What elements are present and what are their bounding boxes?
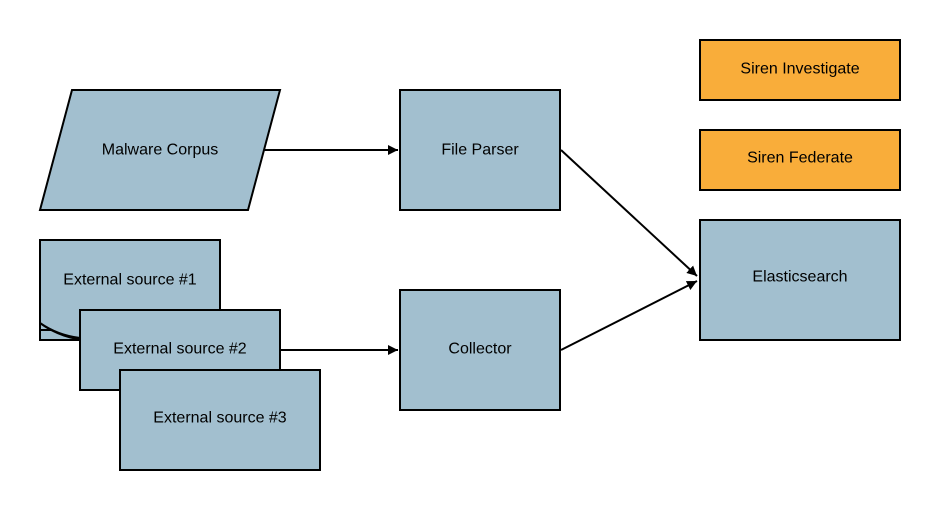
file-parser-shape	[399, 89, 561, 211]
node-malware-corpus[interactable]: Malware Corpus	[38, 89, 282, 211]
siren-federate-label: Siren Federate	[747, 150, 853, 167]
edges	[264, 145, 698, 355]
malware-corpus-shape	[38, 89, 282, 211]
node-siren-investigate[interactable]: Siren Investigate	[699, 39, 901, 101]
node-external-source-3[interactable]: External source #3	[119, 369, 321, 471]
malware-corpus-label: Malware Corpus	[102, 142, 218, 159]
external-source-3-shape	[119, 369, 321, 471]
collector-label: Collector	[448, 341, 512, 358]
file-parser-label: File Parser	[441, 142, 519, 159]
node-collector[interactable]: Collector	[399, 289, 561, 411]
edge-file-parser-to-elasticsearch	[560, 149, 698, 277]
external-source-3-label: External source #3	[153, 410, 287, 427]
collector-shape	[399, 289, 561, 411]
siren-investigate-label: Siren Investigate	[740, 61, 859, 78]
edge-collector-to-elasticsearch	[560, 280, 698, 351]
elasticsearch-shape	[699, 219, 901, 341]
siren-investigate-shape	[699, 39, 901, 101]
elasticsearch-label: Elasticsearch	[752, 269, 847, 286]
node-siren-federate[interactable]: Siren Federate	[699, 129, 901, 191]
external-source-1-label: External source #1	[63, 272, 197, 289]
siren-federate-shape	[699, 129, 901, 191]
node-file-parser[interactable]: File Parser	[399, 89, 561, 211]
node-elasticsearch[interactable]: Elasticsearch	[699, 219, 901, 341]
external-source-2-label: External source #2	[113, 341, 247, 358]
